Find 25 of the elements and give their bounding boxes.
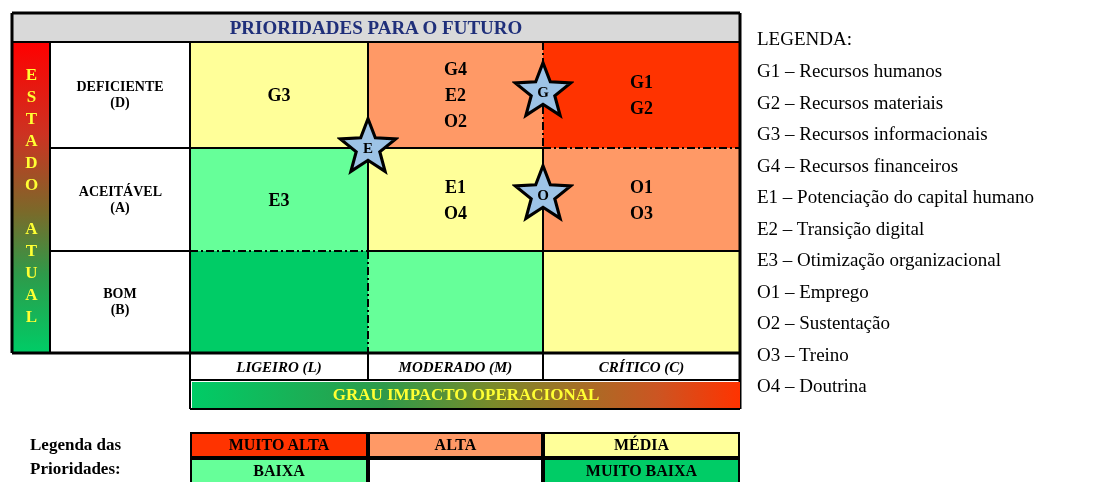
legend-key: MÉDIA (543, 432, 740, 458)
legend-entry: G3 – Recursos informacionais (757, 123, 989, 146)
legend-entry: E3 – Otimização organizacional (757, 249, 1002, 272)
legend-entry: G4 – Recursos financeiros (757, 154, 960, 178)
legend-entry: O1 – Emprego (757, 280, 870, 304)
axis-label-bar: ESTADO ATUAL (12, 42, 50, 352)
column-header: LIGEIRO (L) (235, 358, 323, 377)
star-letter: O (537, 186, 549, 204)
column-header: CRÍTICO (C) (597, 358, 686, 377)
legend-entry: G1 – Recursos humanos (757, 60, 944, 83)
legend-key: MUITO BAIXA (543, 458, 740, 482)
legend-entry: O3 – Treino (757, 343, 850, 367)
title-bar: PRIORIDADES PARA O FUTURO (12, 14, 740, 42)
legend-entry: E1 – Potenciação do capital humano (757, 186, 1035, 209)
legend-entry: E2 – Transição digital (757, 217, 926, 241)
legend-entry: O4 – Doutrina (757, 375, 868, 398)
legend-heading: LEGENDA: (757, 28, 853, 51)
legend-key: BAIXA (190, 458, 368, 482)
column-header: MODERADO (M) (397, 358, 514, 377)
legend-key: MUITO ALTA (190, 432, 368, 458)
legend-title: Legenda das Prioridades: (30, 434, 123, 480)
axis-label-bar: GRAU IMPACTO OPERACIONAL (192, 382, 740, 408)
legend-key: ALTA (368, 432, 543, 458)
legend-entry: O2 – Sustentação (757, 312, 891, 335)
legend-entry: G2 – Recursos materiais (757, 91, 945, 115)
